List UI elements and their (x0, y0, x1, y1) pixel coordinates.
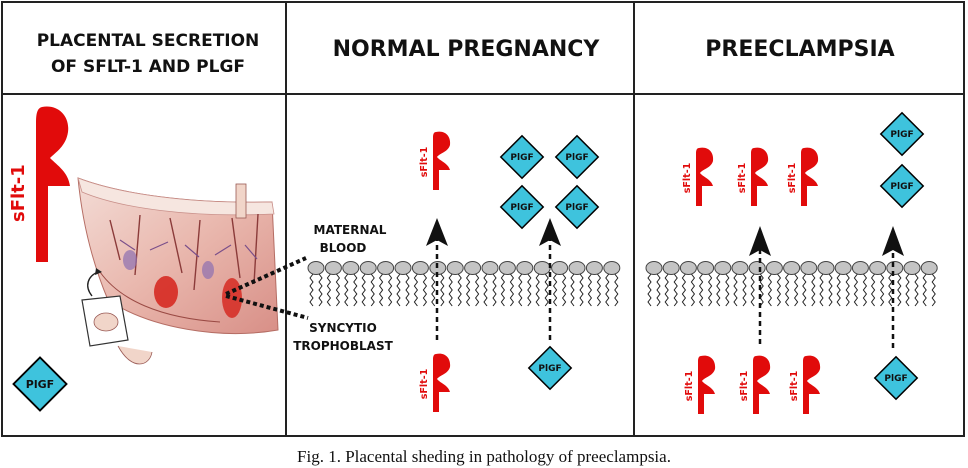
lipid-head (749, 262, 765, 307)
plgf-label: PlGF (890, 130, 913, 140)
panel1-title-line2: OF SFLT-1 AND PLGF (51, 57, 245, 77)
lipid-head (517, 262, 533, 307)
lipid-head (604, 262, 620, 307)
plgf-label-panel1: PlGF (26, 378, 54, 391)
syncytio-label-line2: TROPHOBLAST (293, 339, 393, 353)
plgf-label: PlGF (510, 153, 533, 163)
plgf-label: PlGF (565, 203, 588, 213)
lipid-head (766, 262, 782, 307)
lipid-head (360, 262, 376, 307)
lipid-head (482, 262, 498, 307)
lipid-head (569, 262, 585, 307)
connector-syncytio (225, 294, 309, 320)
lipid-head (465, 262, 481, 307)
big-sflt-icon (36, 106, 70, 262)
placenta-illustration (77, 177, 279, 365)
connector-maternal (225, 256, 307, 296)
lipid-head (325, 262, 341, 307)
arrow-normal-sflt (426, 218, 448, 340)
sflt-label: sFlt-1 (684, 371, 695, 402)
sflt-icon (698, 355, 716, 414)
arrow-normal-plgf (539, 218, 561, 340)
membrane-normal (308, 262, 620, 307)
plgf-label: PlGF (565, 153, 588, 163)
lipid-head (732, 262, 748, 307)
lipid-head (904, 262, 920, 307)
plgf-label: PlGF (890, 182, 913, 192)
arrow-pe-plgf (882, 226, 904, 348)
panel1-title-line1: PLACENTAL SECRETION (37, 31, 260, 51)
panel-frame (1, 1, 965, 437)
panel3-title: PREECLAMPSIA (705, 37, 894, 62)
lipid-head (586, 262, 602, 307)
maternal-blood-label-line1: MATERNAL (314, 223, 387, 237)
lipid-head (835, 262, 851, 307)
sflt-icon (751, 147, 769, 206)
sflt-label: sFlt-1 (419, 369, 430, 400)
lipid-head (395, 262, 411, 307)
lipid-head (801, 262, 817, 307)
lipid-head (921, 262, 937, 307)
sflt-label: sFlt-1 (737, 163, 748, 194)
lipid-head (447, 262, 463, 307)
sflt-label: sFlt-1 (789, 371, 800, 402)
lipid-head (887, 262, 903, 307)
lipid-head (663, 262, 679, 307)
sflt-icon (696, 147, 714, 206)
sflt-label: sFlt-1 (682, 163, 693, 194)
lipid-head (499, 262, 515, 307)
maternal-blood-label-line2: BLOOD (320, 241, 367, 255)
plgf-label: PlGF (538, 364, 561, 374)
sflt-icon (433, 353, 451, 412)
lipid-head (818, 262, 834, 307)
lipid-head (680, 262, 696, 307)
lipid-head (646, 262, 662, 307)
lipid-head (308, 262, 324, 307)
lipid-head (852, 262, 868, 307)
sflt-icon (753, 355, 771, 414)
plgf-label: PlGF (510, 203, 533, 213)
sflt-icon (803, 355, 821, 414)
sflt-icon (801, 147, 819, 206)
lipid-head (534, 262, 550, 307)
sflt-label: sFlt-1 (787, 163, 798, 194)
lipid-head (698, 262, 714, 307)
big-sflt-label: sFlt-1 (8, 164, 29, 222)
panel2-title: NORMAL PREGNANCY (333, 37, 601, 62)
lipid-head (412, 262, 428, 307)
lipid-head (343, 262, 359, 307)
plgf-label: PlGF (884, 374, 907, 384)
sflt-label: sFlt-1 (739, 371, 750, 402)
sflt-icon (433, 131, 451, 190)
sflt-label: sFlt-1 (419, 147, 430, 178)
arrow-pe-sflt (749, 226, 771, 344)
lipid-head (715, 262, 731, 307)
lipid-head (870, 262, 886, 307)
lipid-head (552, 262, 568, 307)
lipid-head (378, 262, 394, 307)
syncytio-label-line1: SYNCYTIO (309, 321, 377, 335)
lipid-head (784, 262, 800, 307)
figure-caption: Fig. 1. Placental sheding in pathology o… (297, 447, 671, 466)
